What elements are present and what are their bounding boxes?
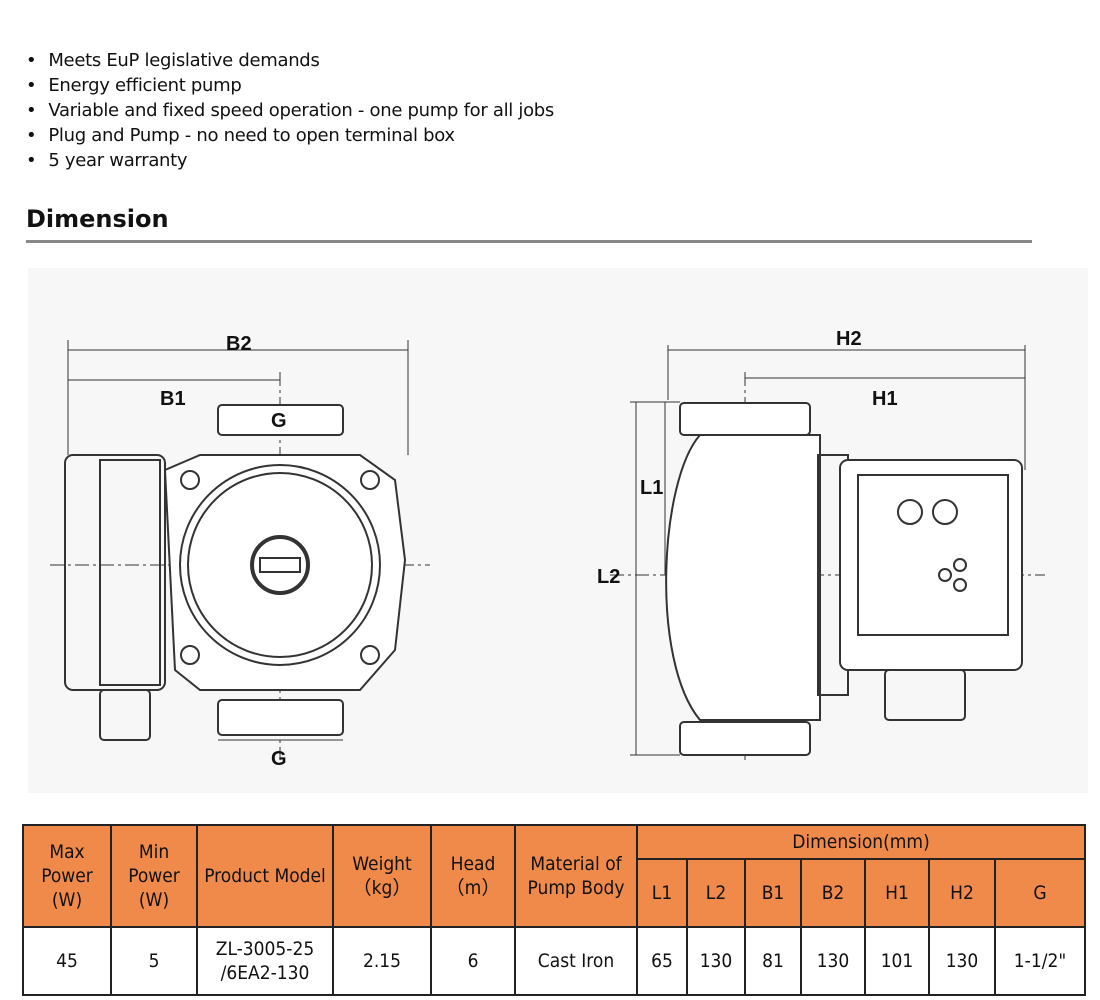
cell-l1: 65 [636,926,688,996]
header-max-power: Max Power (W) [22,824,112,928]
cell-material: Cast Iron [514,926,638,996]
label-l2: L2 [597,566,621,588]
spec-table: Max Power (W) Min Power (W) Product Mode… [22,824,1086,996]
cell-b2: 130 [800,926,866,996]
divider [26,240,1032,243]
feature-item: Variable and fixed speed operation - one… [26,98,554,123]
header-dimension: Dimension(mm) [636,824,1086,860]
section-title: Dimension [26,205,169,233]
header-l1: L1 [636,858,688,928]
cell-h2: 130 [928,926,996,996]
pump-drawing [28,268,1088,793]
cell-weight: 2.15 [332,926,432,996]
header-g: G [994,858,1086,928]
feature-item: 5 year warranty [26,148,554,173]
header-h1: H1 [864,858,930,928]
front-view [50,340,430,760]
feature-list: Meets EuP legislative demands Energy eff… [26,48,554,173]
cell-head: 6 [430,926,516,996]
cell-min-power: 5 [110,926,198,996]
label-h2: H2 [836,328,862,350]
side-view [610,345,1045,760]
feature-item: Plug and Pump - no need to open terminal… [26,123,554,148]
feature-item: Energy efficient pump [26,73,554,98]
cell-l2: 130 [686,926,746,996]
header-l2: L2 [686,858,746,928]
feature-item: Meets EuP legislative demands [26,48,554,73]
header-min-power: Min Power (W) [110,824,198,928]
table-row: 45 5 ZL-3005-25 /6EA2-130 2.15 6 Cast Ir… [22,926,1086,996]
label-b2: B2 [226,333,252,355]
label-l1: L1 [640,477,664,499]
header-head: Head （m） [430,824,516,928]
label-g-top: G [271,410,287,432]
cell-h1: 101 [864,926,930,996]
header-b2: B2 [800,858,866,928]
header-model: Product Model [196,824,334,928]
label-h1: H1 [872,388,898,410]
header-weight: Weight （kg） [332,824,432,928]
header-material: Material of Pump Body [514,824,638,928]
label-b1: B1 [160,388,186,410]
cell-model: ZL-3005-25 /6EA2-130 [196,926,334,996]
cell-max-power: 45 [22,926,112,996]
header-h2: H2 [928,858,996,928]
label-g-bottom: G [271,748,287,770]
cell-g: 1-1/2" [994,926,1086,996]
cell-b1: 81 [744,926,802,996]
header-b1: B1 [744,858,802,928]
